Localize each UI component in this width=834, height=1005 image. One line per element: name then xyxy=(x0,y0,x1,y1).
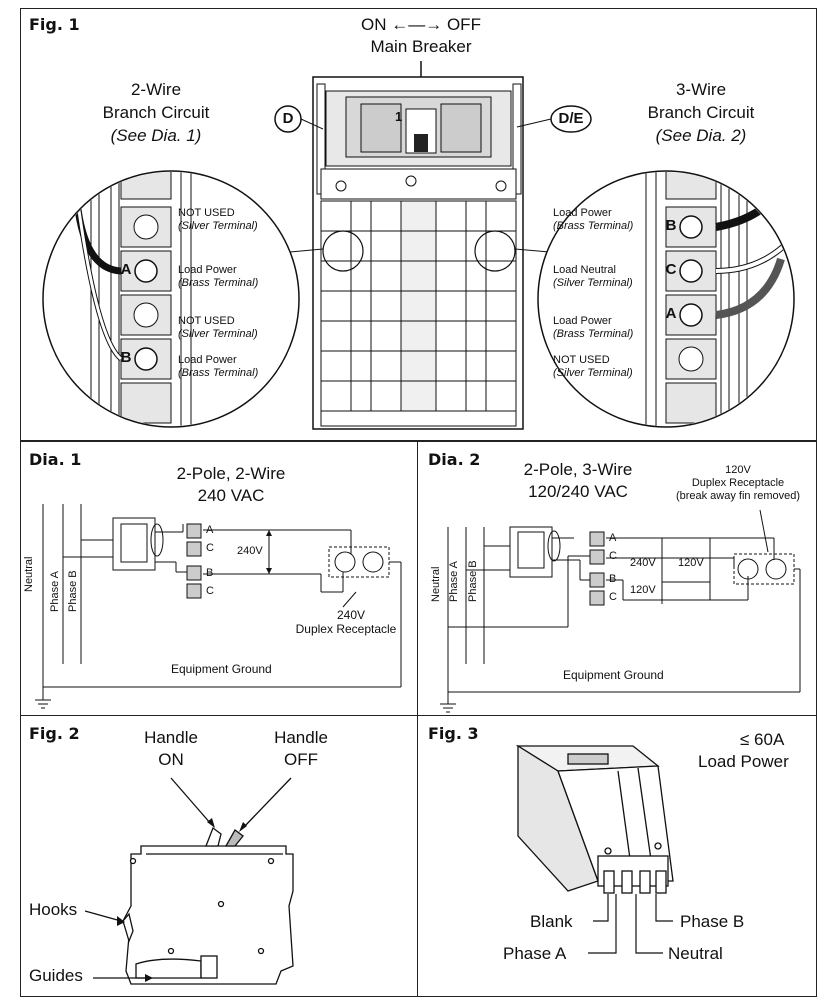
fig2-breaker xyxy=(84,777,294,985)
dia2-bus-phase-a: Phase A xyxy=(448,561,460,602)
dia2-receptacle-2: Duplex Receptacle xyxy=(691,477,785,489)
callout-d: D xyxy=(282,110,294,127)
dia2-term-c1: C xyxy=(609,550,617,562)
dia2-bus-neutral: Neutral xyxy=(430,566,442,602)
dia1-receptacle-1: 240V xyxy=(336,608,366,622)
dia2-v120b: 120V xyxy=(630,584,656,596)
main-breaker-label: Main Breaker xyxy=(370,37,472,56)
left-label-2: Load Power(Brass Terminal) xyxy=(178,264,259,289)
dia2-title-2: 120/240 VAC xyxy=(528,482,628,501)
dia2-receptacle-1: 120V xyxy=(725,464,751,476)
fig3-blank: Blank xyxy=(530,912,573,931)
callout-de: D/E xyxy=(558,110,584,127)
dia1-term-b: B xyxy=(206,567,214,579)
dia1-bus-phase-a: Phase A xyxy=(49,571,61,612)
fig2-label: Fig. 2 xyxy=(29,724,80,743)
right-magnified-view xyxy=(537,170,795,428)
fig1-label: Fig. 1 xyxy=(29,15,80,34)
fig3-label: Fig. 3 xyxy=(428,724,479,743)
handle-off-1: Handle xyxy=(274,728,328,747)
right-title-1: 3-Wire xyxy=(675,80,727,99)
dia1-panel: Dia. 1 2-Pole, 2-Wire 240 VAC xyxy=(20,441,418,716)
dia2-title-1: 2-Pole, 3-Wire xyxy=(523,460,633,479)
fig2-panel: Fig. 2 Handle ON Handle OFF Hooks Guides xyxy=(20,715,418,997)
dia2-receptacle-3: (break away fin removed) xyxy=(675,490,801,502)
fig3-panel: Fig. 3 ≤ 60A Load Power xyxy=(417,715,817,997)
left-magnified-view xyxy=(42,170,300,428)
right-label-1: Load Power(Brass Terminal) xyxy=(553,207,634,232)
dia1-title-1: 2-Pole, 2-Wire xyxy=(176,464,286,483)
dia1-receptacle-2: Duplex Receptacle xyxy=(295,622,397,636)
left-terminal-a: A xyxy=(120,261,132,278)
left-terminal-b: B xyxy=(120,349,132,366)
dia1-bus-neutral: Neutral xyxy=(23,556,35,592)
dia1-title-2: 240 VAC xyxy=(197,486,265,505)
left-label-4: Load Power(Brass Terminal) xyxy=(178,354,259,379)
left-title-3: (See Dia. 1) xyxy=(110,126,202,145)
handle-on-2: ON xyxy=(158,750,184,769)
right-label-2: Load Neutral(Silver Terminal) xyxy=(553,264,633,289)
dia1-ground: Equipment Ground xyxy=(171,662,272,676)
dia2-schematic xyxy=(440,509,801,713)
right-terminal-c: C xyxy=(665,261,677,278)
handle-on-1: Handle xyxy=(144,728,198,747)
dia2-term-a: A xyxy=(609,532,617,544)
fig3-load-power: Load Power xyxy=(698,752,789,771)
dia2-v240: 240V xyxy=(630,557,656,569)
dia1-term-a: A xyxy=(206,524,214,536)
left-title-1: 2-Wire xyxy=(130,80,182,99)
fig1-drawing xyxy=(42,61,795,430)
dia1-schematic xyxy=(35,504,402,709)
dia2-ground: Equipment Ground xyxy=(563,668,664,682)
handle-off-2: OFF xyxy=(284,750,318,769)
guides-label: Guides xyxy=(29,966,83,985)
load-center xyxy=(278,76,562,430)
fig3-breaker xyxy=(515,744,674,954)
dia2-bus-phase-b: Phase B xyxy=(467,560,479,602)
dia1-bus-phase-b: Phase B xyxy=(67,570,79,612)
hooks-label: Hooks xyxy=(29,900,78,919)
right-title-2: Branch Circuit xyxy=(647,103,755,122)
dia1-term-c2: C xyxy=(206,585,214,597)
right-label-4: NOT USED(Silver Terminal) xyxy=(553,354,633,379)
dia2-term-b: B xyxy=(609,573,617,585)
right-label-3: Load Power(Brass Terminal) xyxy=(553,315,634,340)
fig1-panel: Fig. 1 ON ←—→ OFF Main Breaker 2-Wire Br… xyxy=(20,8,817,441)
dia2-v120a: 120V xyxy=(678,557,704,569)
right-terminal-b: B xyxy=(665,217,677,234)
fig3-phase-a: Phase A xyxy=(503,944,567,963)
right-terminal-a: A xyxy=(665,305,677,322)
fig3-rating: ≤ 60A xyxy=(740,730,785,749)
dia1-label: Dia. 1 xyxy=(29,450,82,469)
on-off-label: ON ←—→ OFF xyxy=(361,15,481,34)
left-label-1: NOT USED(Silver Terminal) xyxy=(178,207,258,232)
left-label-3: NOT USED(Silver Terminal) xyxy=(178,315,258,340)
dia2-panel: Dia. 2 2-Pole, 3-Wire 120/240 VAC 120V D… xyxy=(417,441,817,716)
right-title-3: (See Dia. 2) xyxy=(655,126,747,145)
fig3-phase-b: Phase B xyxy=(680,912,745,931)
dia2-term-c2: C xyxy=(609,591,617,603)
breaker-mark: 1 xyxy=(395,109,403,124)
dia1-voltage: 240V xyxy=(237,545,263,557)
dia2-label: Dia. 2 xyxy=(428,450,481,469)
dia1-term-c1: C xyxy=(206,542,214,554)
left-title-2: Branch Circuit xyxy=(102,103,210,122)
fig3-neutral: Neutral xyxy=(668,944,723,963)
